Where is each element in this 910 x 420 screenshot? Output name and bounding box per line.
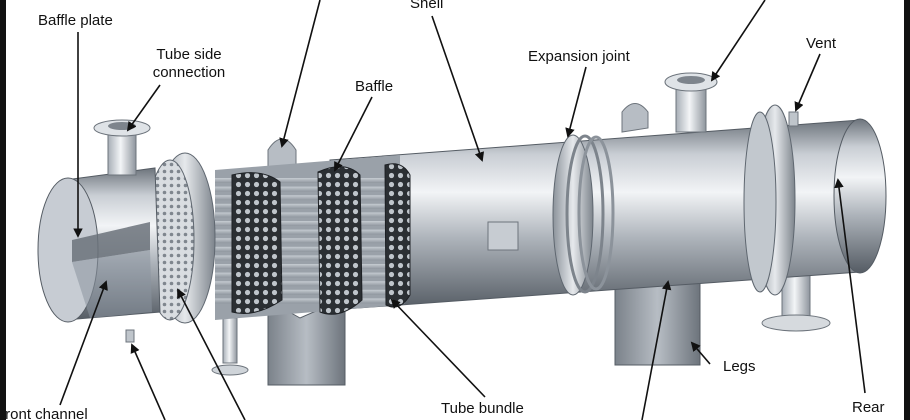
arrow-vent xyxy=(794,53,821,112)
arrow-front-channel xyxy=(59,280,108,406)
label-front-channel: Front channel xyxy=(0,406,88,420)
tube xyxy=(215,255,405,261)
arrow-front-drain xyxy=(130,343,166,420)
arrow-shell-nozzle xyxy=(710,0,766,82)
label-legs: Legs xyxy=(723,358,756,375)
tube xyxy=(215,195,405,201)
tube xyxy=(215,229,405,235)
arrow-rear xyxy=(834,178,866,394)
rear-bottom-nozzle xyxy=(781,274,811,321)
tube xyxy=(215,238,405,244)
label-baffle-plate: Baffle plate xyxy=(38,12,113,29)
arrow-expansion-joint xyxy=(565,66,587,138)
left-edge-bar xyxy=(0,0,6,420)
tube xyxy=(215,298,405,304)
tube xyxy=(215,289,405,295)
arrow-legs-2 xyxy=(641,280,672,420)
tube xyxy=(215,212,405,218)
tube xyxy=(215,178,405,183)
leader-arrows xyxy=(59,0,866,420)
lifting-lug xyxy=(621,103,649,133)
name-plate xyxy=(487,221,519,251)
label-rear: Rear xyxy=(852,399,885,416)
tube xyxy=(215,272,405,278)
label-vent: Vent xyxy=(806,35,837,52)
tube-side-nozzle xyxy=(93,119,151,176)
arrow-tube-bundle xyxy=(390,298,486,398)
label-expansion-joint: Expansion joint xyxy=(528,48,630,65)
tube xyxy=(215,264,405,269)
shell-top-nozzle xyxy=(664,72,718,133)
label-tube-bundle: Tube bundle xyxy=(441,400,524,417)
front-channel xyxy=(37,167,161,323)
arrow-tube-sheet xyxy=(177,288,246,420)
label-shell: Shell xyxy=(410,0,444,12)
tube-bundle xyxy=(215,155,411,320)
drain-nozzle xyxy=(222,317,238,364)
tube xyxy=(215,281,405,287)
tube xyxy=(215,203,405,209)
arrow-shell xyxy=(431,15,485,162)
baffle-plate-partition xyxy=(72,222,150,262)
arrow-tube-side-connection xyxy=(126,84,161,132)
label-baffle: Baffle xyxy=(355,78,394,95)
vent-nozzle xyxy=(788,111,799,127)
tube xyxy=(215,246,405,252)
front-drain xyxy=(125,329,135,343)
arrow-legs xyxy=(690,341,711,365)
tube xyxy=(215,221,405,226)
arrow-baffle xyxy=(334,96,373,172)
label-tube-side-connection: Tube side connection xyxy=(152,46,226,81)
tube xyxy=(215,186,405,192)
expansion-joint xyxy=(552,134,615,296)
arrow-top-lug xyxy=(279,0,321,148)
right-edge-bar xyxy=(904,0,910,420)
